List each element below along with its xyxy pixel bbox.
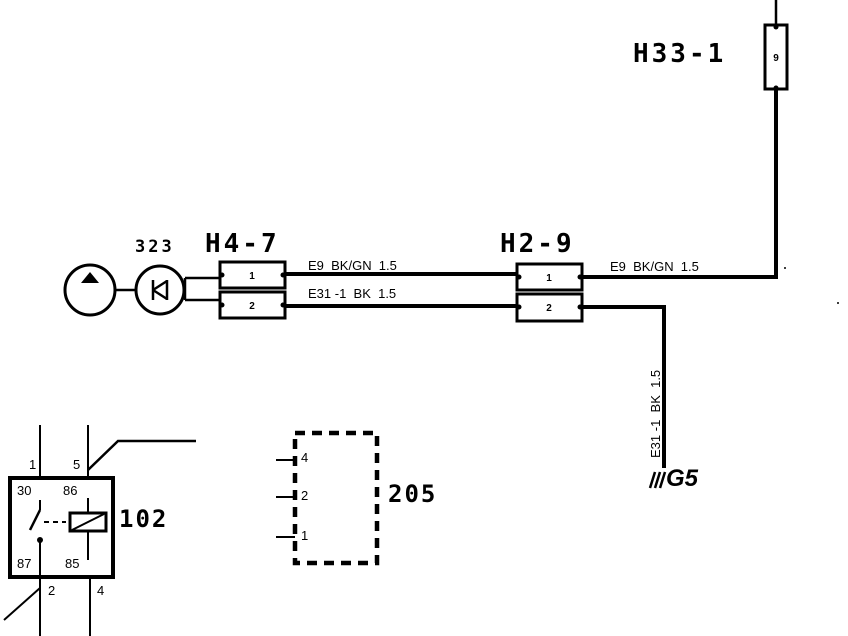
speck xyxy=(784,267,786,269)
h33-pin: 9 xyxy=(773,53,779,64)
pump-arrow-icon xyxy=(81,272,99,283)
h33-dot-bottom xyxy=(773,85,779,91)
wire-label-e9-right: E9 BK/GN 1.5 xyxy=(610,259,699,274)
wire-e31-ground xyxy=(582,305,666,468)
relay-t86: 86 xyxy=(63,483,77,498)
h2-pin1: 1 xyxy=(546,273,552,284)
h4-connector xyxy=(218,260,287,320)
h4-label: H4-7 xyxy=(205,229,280,259)
module-pin2: 2 xyxy=(301,488,308,503)
sensor-symbol-icon xyxy=(151,279,169,301)
wire-label-e31-vertical: E31 -1 BK 1.5 xyxy=(648,370,663,458)
h2-pin2: 2 xyxy=(546,303,552,314)
wire-e9-right xyxy=(582,90,778,279)
sensor-number: 323 xyxy=(135,237,175,257)
h4-pin1: 1 xyxy=(249,271,255,282)
h2-connector xyxy=(515,262,584,323)
relay-contact-dot xyxy=(37,537,43,543)
relay-number: 102 xyxy=(119,505,168,533)
module-pin1: 1 xyxy=(301,528,308,543)
h33-label: H33-1 xyxy=(633,39,726,69)
module-number: 205 xyxy=(388,480,437,508)
wire-label-e9-left: E9 BK/GN 1.5 xyxy=(308,258,397,273)
h33-dot-top xyxy=(773,24,779,30)
ground-symbol-icon xyxy=(648,471,667,489)
wire-label-e31-left: E31 -1 BK 1.5 xyxy=(308,286,396,301)
relay-t87: 87 xyxy=(17,556,31,571)
ground-label: G5 xyxy=(666,465,699,492)
speck xyxy=(837,302,839,304)
pump-motor-icon xyxy=(63,263,117,317)
h2-label: H2-9 xyxy=(500,229,575,259)
module-pin4: 4 xyxy=(301,450,308,465)
module-205-pins xyxy=(276,459,295,538)
relay-t5: 5 xyxy=(73,457,80,472)
relay-t4: 4 xyxy=(97,583,104,598)
relay-t1: 1 xyxy=(29,457,36,472)
sensor-323-icon xyxy=(134,264,186,316)
relay-t30: 30 xyxy=(17,483,31,498)
relay-t85: 85 xyxy=(65,556,79,571)
relay-t2: 2 xyxy=(48,583,55,598)
h4-pin2: 2 xyxy=(249,301,255,312)
relay-102 xyxy=(3,425,196,636)
